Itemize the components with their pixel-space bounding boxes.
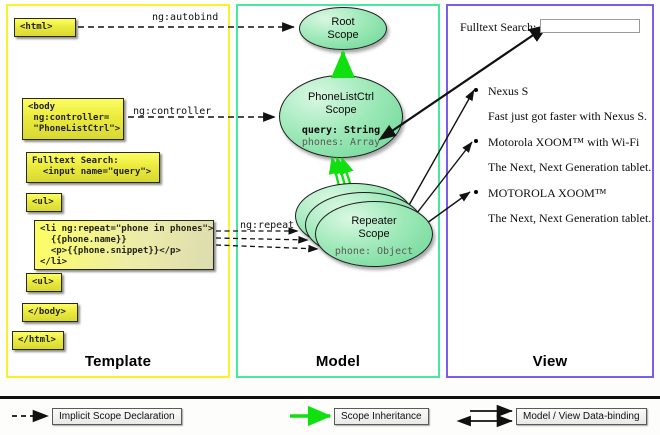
view-search-label: Fulltext Search:	[460, 20, 537, 34]
scope-root-title-1: Root	[331, 16, 355, 28]
code-box-body-close: </body>	[22, 303, 78, 322]
legend-divider	[0, 396, 660, 399]
code-box-ul-open: <ul>	[26, 193, 62, 212]
scope-phonelistctrl-title-2: Scope	[325, 104, 357, 116]
scope-root: Root Scope	[299, 7, 387, 50]
column-label-model: Model	[315, 353, 361, 370]
code-box-body-open: <body ng:controller= "PhoneListCtrl">	[22, 98, 124, 140]
code-box-ul-close: <ul>	[26, 273, 62, 292]
legend-label-implicit-scope-declaration: Implicit Scope Declaration	[52, 408, 182, 425]
code-box-fulltext-search: Fulltext Search: <input name="query">	[26, 152, 160, 183]
scope-repeater: Repeater Scope phone: Object	[315, 201, 433, 267]
scope-repeater-title-2: Scope	[358, 228, 390, 240]
edge-label-ng-controller: ng:controller	[133, 106, 212, 117]
legend-label-scope-inheritance: Scope Inheritance	[334, 408, 429, 425]
scope-repeater-title-1: Repeater	[351, 215, 397, 227]
scope-phonelistctrl-prop-query: query: String	[301, 125, 381, 136]
view-item-name-2: MOTOROLA XOOM™	[474, 186, 607, 200]
view-item-name-0: Nexus S	[474, 84, 528, 98]
view-item-snippet-2: The Next, Next Generation tablet.	[488, 211, 652, 225]
bullet-dot-icon	[474, 139, 478, 143]
code-box-html-open: <html>	[14, 18, 76, 37]
edge-label-ng-autobind: ng:autobind	[152, 12, 219, 23]
column-label-view: View	[532, 353, 568, 370]
legend-label-model-view-data-binding: Model / View Data-binding	[516, 408, 647, 425]
scope-phonelistctrl: PhoneListCtrl Scope query: String phones…	[279, 75, 403, 158]
scope-repeater-prop-phone: phone: Object	[334, 246, 414, 257]
view-item-snippet-0: Fast just got faster with Nexus S.	[488, 109, 647, 123]
code-box-li-repeat: <li ng:repeat="phone in phones"> {{phone…	[34, 220, 214, 270]
edge-label-ng-repeat: ng:repeat	[240, 220, 295, 231]
scope-phonelistctrl-prop-phones: phones: Array	[301, 137, 381, 148]
view-content: Fulltext Search: Nexus S Fast just got f…	[446, 4, 654, 378]
scope-root-title-2: Scope	[327, 29, 359, 41]
view-item-snippet-1: The Next, Next Generation tablet.	[488, 160, 652, 174]
bullet-dot-icon	[474, 88, 478, 92]
bullet-dot-icon	[474, 190, 478, 194]
code-box-html-close: </html>	[12, 331, 64, 350]
scope-phonelistctrl-title-1: PhoneListCtrl	[307, 91, 375, 103]
column-label-template: Template	[84, 353, 152, 370]
view-search-input[interactable]	[540, 19, 640, 33]
view-item-name-1: Motorola XOOM™ with Wi-Fi	[474, 135, 639, 149]
